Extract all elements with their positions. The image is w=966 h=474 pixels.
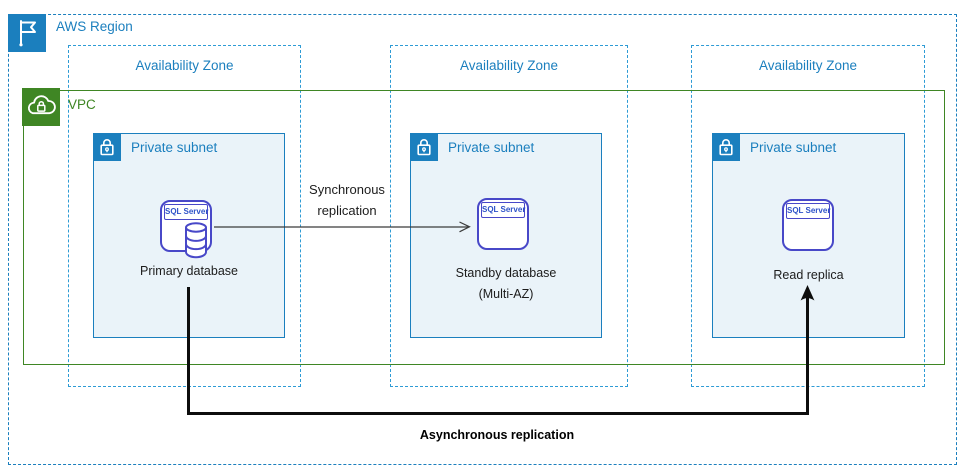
private-subnet-label: Private subnet [750,140,837,155]
read-replica-label: Read replica [773,268,844,282]
sql-server-badge: SQL Server [481,202,525,218]
availability-zone-label: Availability Zone [459,58,559,73]
asynchronous-replication-label: Asynchronous replication [419,428,575,442]
standby-database-label-line1: Standby database [455,266,557,280]
primary-database-label: Primary database [140,264,238,278]
standby-database-label: Standby database (Multi-AZ) [410,263,602,305]
sql-server-standby-icon: SQL Server [477,198,529,250]
synchronous-replication-label: Synchronous replication [309,182,385,218]
availability-zone-label: Availability Zone [758,58,858,73]
lock-icon [93,133,121,161]
lock-icon [410,133,438,161]
sql-server-replica-icon: SQL Server [782,199,834,251]
vpc-icon [22,88,60,126]
sql-server-primary-icon: SQL Server [160,200,212,259]
aws-region-container [8,14,957,465]
lock-icon [712,133,740,161]
private-subnet-label: Private subnet [131,140,218,155]
aws-region-label: AWS Region [56,19,133,34]
sql-server-badge: SQL Server [786,203,830,219]
database-cylinder-icon [185,222,207,259]
sql-server-badge: SQL Server [164,204,208,220]
availability-zone-1: Availability Zone [68,45,301,387]
aws-region-flag-icon [8,14,46,52]
availability-zone-label: Availability Zone [135,58,234,73]
private-subnet-label: Private subnet [448,140,535,155]
vpc-label: VPC [68,97,96,112]
standby-database-label-line2: (Multi-AZ) [478,287,534,301]
